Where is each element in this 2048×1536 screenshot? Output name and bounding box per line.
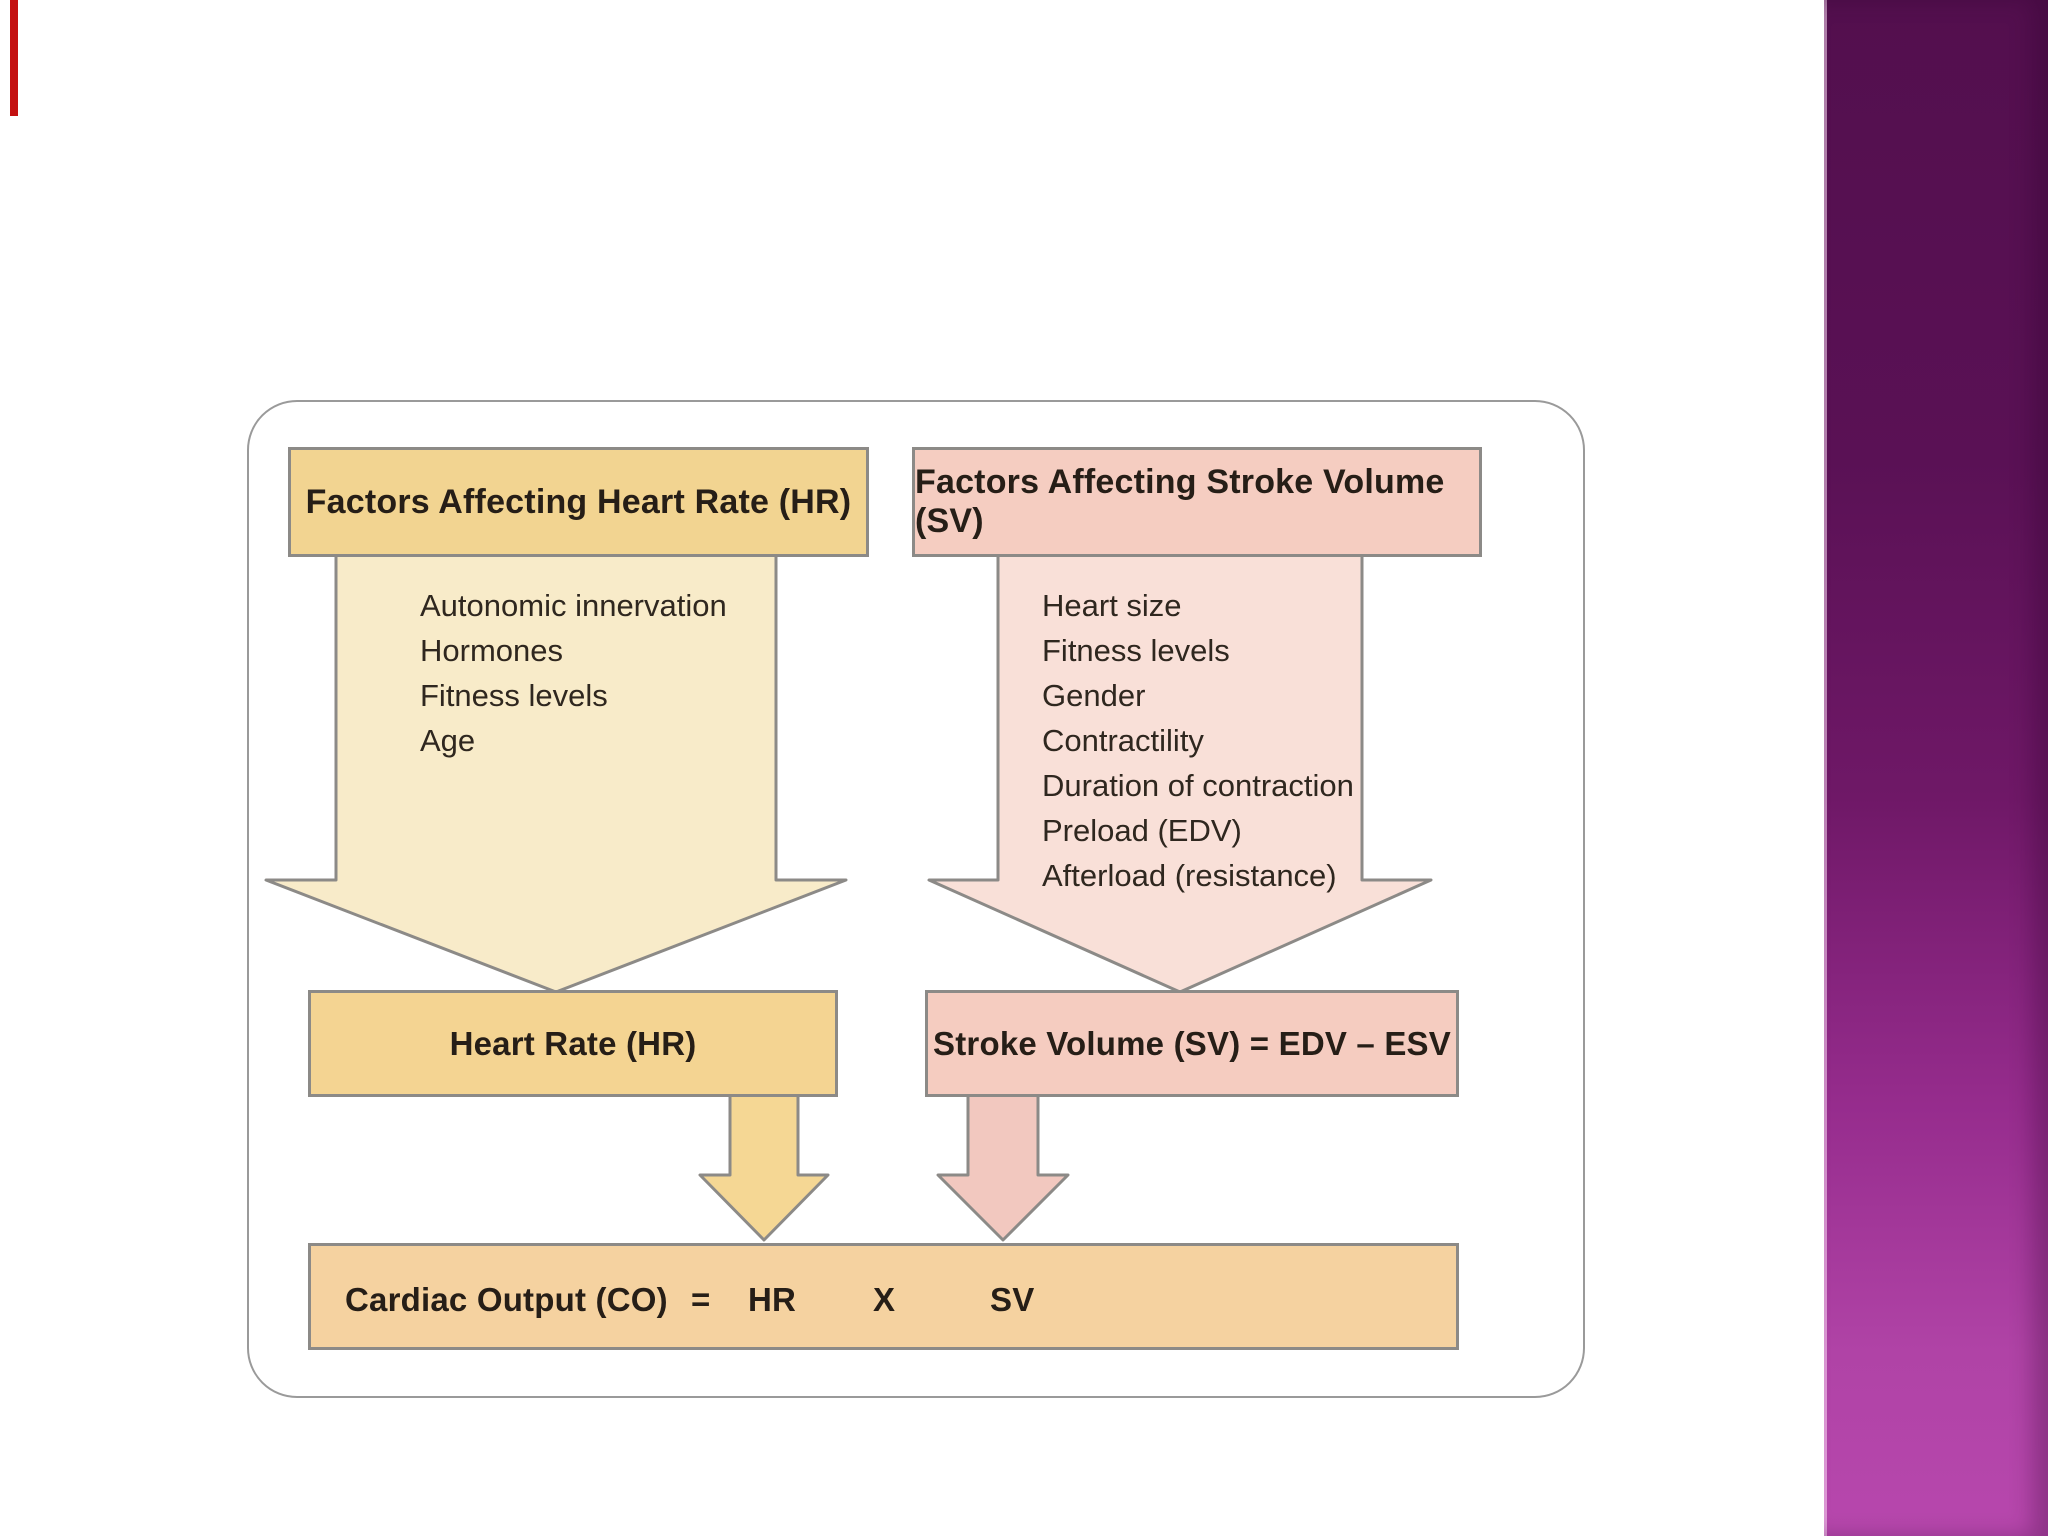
hr-factors-header: Factors Affecting Heart Rate (HR)	[288, 447, 869, 557]
hr-to-co-arrow	[698, 1092, 830, 1242]
hr-factor-item: Autonomic innervation	[420, 588, 727, 623]
hr-factors-header-label: Factors Affecting Heart Rate (HR)	[305, 482, 852, 521]
cardiac-output-box: Cardiac Output (CO) = HR X SV	[308, 1243, 1459, 1350]
sv-to-co-arrow	[936, 1092, 1070, 1242]
stroke-volume-box: Stroke Volume (SV) = EDV – ESV	[925, 990, 1459, 1097]
hr-factor-item: Age	[420, 723, 476, 758]
hr-term: HR	[748, 1280, 797, 1318]
sv-factor-item: Afterload (resistance)	[1042, 858, 1337, 893]
hr-factors-arrow	[264, 550, 848, 994]
stroke-volume-label: Stroke Volume (SV) = EDV – ESV	[933, 1024, 1451, 1062]
sv-factors-header-label: Factors Affecting Stroke Volume (SV)	[915, 463, 1445, 540]
sv-factor-item: Preload (EDV)	[1042, 813, 1242, 848]
heart-rate-label: Heart Rate (HR)	[449, 1024, 697, 1062]
hr-factor-item: Fitness levels	[420, 678, 608, 713]
equals-sign: =	[691, 1280, 711, 1318]
sv-factor-item: Fitness levels	[1042, 633, 1230, 668]
sv-factors-arrow	[927, 550, 1433, 994]
hr-factor-list: Autonomic innervation Hormones Fitness l…	[420, 583, 727, 763]
sv-factor-list: Heart size Fitness levels Gender Contrac…	[1042, 583, 1354, 898]
purple-sidebar	[1824, 0, 2048, 1536]
cardiac-output-label: Cardiac Output (CO)	[345, 1280, 668, 1318]
sv-factor-item: Heart size	[1042, 588, 1182, 623]
heart-rate-box: Heart Rate (HR)	[308, 990, 838, 1097]
sv-term: SV	[990, 1280, 1035, 1318]
sv-factor-item: Duration of contraction	[1042, 768, 1354, 803]
sv-factors-header: Factors Affecting Stroke Volume (SV)	[912, 447, 1482, 557]
sv-factor-item: Gender	[1042, 678, 1146, 713]
sv-factor-item: Contractility	[1042, 723, 1204, 758]
hr-factor-item: Hormones	[420, 633, 563, 668]
times-sign: X	[873, 1280, 896, 1318]
red-edge-mark	[10, 0, 18, 116]
